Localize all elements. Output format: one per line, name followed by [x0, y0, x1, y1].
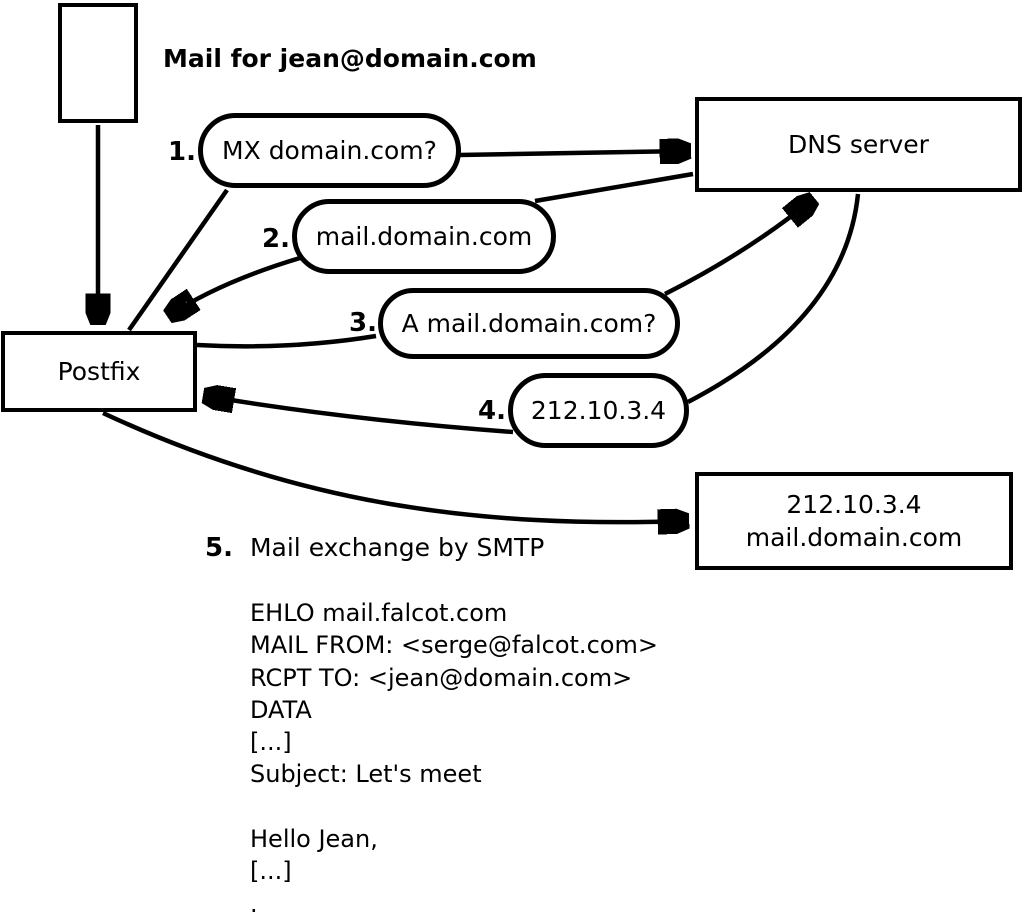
line-dns-to-step2	[534, 171, 694, 204]
dns-server-label: DNS server	[788, 130, 929, 159]
smtp-line: RCPT TO: <jean@domain.com>	[250, 663, 633, 692]
smtp-line: [...]	[250, 857, 292, 886]
mail-server-box: 212.10.3.4 mail.domain.com	[695, 472, 1013, 570]
step-1-pill: MX domain.com?	[198, 113, 461, 188]
mail-server-hostname: mail.domain.com	[745, 523, 963, 552]
step-3-pill: A mail.domain.com?	[378, 288, 680, 359]
postfix-label: Postfix	[57, 357, 141, 386]
arrow-step3-to-dns	[663, 200, 812, 297]
line-postfix-to-step3	[196, 333, 377, 349]
arrow-step4-to-postfix	[206, 396, 514, 435]
step-number-4: 4.	[478, 396, 506, 426]
step-2-label: mail.domain.com	[315, 222, 533, 251]
arrow-postfix-to-mailserver	[102, 410, 686, 522]
step-3-label: A mail.domain.com?	[401, 309, 657, 338]
step-4-label: 212.10.3.4	[530, 396, 667, 425]
step-1-label: MX domain.com?	[222, 136, 437, 165]
line-dns-to-step4	[686, 193, 861, 404]
step-5-label: Mail exchange by SMTP	[249, 533, 545, 562]
smtp-line: MAIL FROM: <serge@falcot.com>	[250, 631, 658, 660]
mail-server-ip: 212.10.3.4	[786, 490, 922, 519]
step-number-2: 2.	[262, 224, 290, 254]
smtp-transcript: EHLO mail.falcot.com MAIL FROM: <serge@f…	[250, 597, 658, 919]
step-4-pill: 212.10.3.4	[508, 373, 689, 448]
postfix-box: Postfix	[1, 331, 197, 412]
dns-server-box: DNS server	[695, 97, 1022, 192]
step-2-pill: mail.domain.com	[292, 199, 556, 274]
diagram-title: Mail for jean@domain.com	[163, 44, 537, 73]
line-postfix-to-step1	[127, 188, 229, 332]
smtp-line-blank	[250, 791, 658, 823]
smtp-line: .	[250, 889, 258, 918]
mail-message-shape	[58, 3, 138, 123]
step-number-5: 5.	[205, 533, 233, 563]
arrow-step1-to-dns	[458, 151, 688, 155]
step-number-3: 3.	[349, 308, 377, 338]
step-5-caption: 5. Mail exchange by SMTP	[205, 533, 544, 563]
smtp-line: Hello Jean,	[250, 825, 378, 854]
arrow-step2-to-postfix	[170, 255, 301, 315]
smtp-line: DATA	[250, 695, 312, 724]
smtp-line: Subject: Let's meet	[250, 760, 482, 789]
smtp-line: [...]	[250, 728, 292, 757]
smtp-line: EHLO mail.falcot.com	[250, 599, 508, 627]
step-number-1: 1.	[168, 137, 196, 167]
